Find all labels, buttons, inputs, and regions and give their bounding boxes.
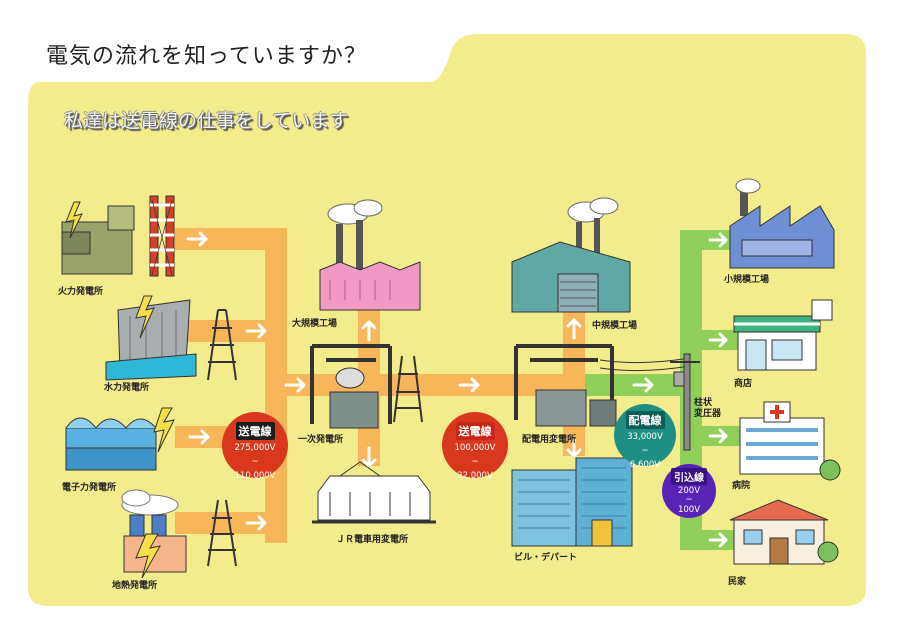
primary-substation-icon bbox=[310, 344, 423, 429]
hospital-icon bbox=[739, 401, 841, 481]
label-hospital: 病院 bbox=[732, 481, 751, 491]
badge-voltage-high: 100,000V bbox=[454, 443, 496, 453]
label-nuclear: 電子力発電所 bbox=[62, 483, 117, 493]
label-hydro: 水力発電所 bbox=[104, 383, 150, 393]
label-house: 民家 bbox=[728, 577, 747, 587]
thermal-plant-icon bbox=[61, 195, 175, 277]
badge-title: 送電線 bbox=[235, 422, 275, 440]
house-icon bbox=[729, 499, 839, 565]
pole-transformer-icon bbox=[670, 353, 700, 451]
jr-train-icon bbox=[312, 461, 436, 524]
small-factory-icon bbox=[729, 178, 835, 269]
label-small-factory: 小規模工場 bbox=[724, 275, 770, 285]
shop-icon bbox=[733, 299, 833, 371]
badge-voltage-low: 22,000V bbox=[457, 471, 493, 481]
badge-title: 送電線 bbox=[455, 422, 495, 440]
badge-service: 引込線 200V ~ 100V bbox=[662, 464, 716, 518]
nuclear-plant-icon bbox=[65, 407, 175, 471]
badge-voltage-low: 100V bbox=[677, 505, 701, 515]
badge-voltage-high: 275,000V bbox=[234, 443, 276, 453]
flow-arrows bbox=[186, 231, 728, 548]
badge-transmission-2: 送電線 100,000V ~ 22,000V bbox=[442, 412, 508, 481]
label-primary-substation: 一次発電所 bbox=[298, 435, 344, 445]
hydro-plant-icon bbox=[105, 295, 237, 381]
label-distribution-substation: 配電用変電所 bbox=[522, 435, 577, 445]
label-large-factory: 大規模工場 bbox=[292, 319, 338, 329]
badge-separator: ~ bbox=[685, 495, 693, 505]
label-buildings: ビル・デパート bbox=[514, 553, 578, 563]
page-subtitle: 私達は送電線の仕事をしています bbox=[64, 110, 349, 132]
label-geothermal: 地熱発電所 bbox=[112, 581, 158, 591]
geothermal-plant-icon bbox=[121, 489, 237, 579]
label-pole-transformer: 柱状 変圧器 bbox=[694, 398, 722, 419]
badge-separator: ~ bbox=[641, 446, 649, 456]
badge-distribution: 配電線 33,000V ~ 6,600V bbox=[614, 404, 676, 470]
badge-title: 配電線 bbox=[625, 411, 665, 429]
distribution-substation-icon bbox=[514, 344, 691, 427]
buildings-icon bbox=[511, 457, 633, 547]
badge-voltage-high: 33,000V bbox=[627, 432, 663, 442]
badge-transmission-1: 送電線 275,000V ~ 110,000V bbox=[222, 412, 288, 481]
label-medium-factory: 中規模工場 bbox=[592, 321, 638, 331]
large-factory-icon bbox=[319, 199, 421, 311]
page-title: 電気の流れを知っていますか？ bbox=[46, 44, 367, 69]
badge-separator: ~ bbox=[251, 457, 259, 467]
badge-separator: ~ bbox=[471, 457, 479, 467]
badge-voltage-low: 6,600V bbox=[629, 460, 661, 470]
label-shop: 商店 bbox=[734, 379, 753, 389]
badge-voltage-high: 200V bbox=[677, 486, 701, 496]
medium-factory-icon bbox=[511, 197, 631, 313]
label-thermal: 火力発電所 bbox=[58, 287, 104, 297]
badge-title: 引込線 bbox=[671, 468, 707, 485]
label-jr-substation: ＪＲ電車用変電所 bbox=[336, 535, 409, 545]
badge-voltage-low: 110,000V bbox=[234, 471, 276, 481]
